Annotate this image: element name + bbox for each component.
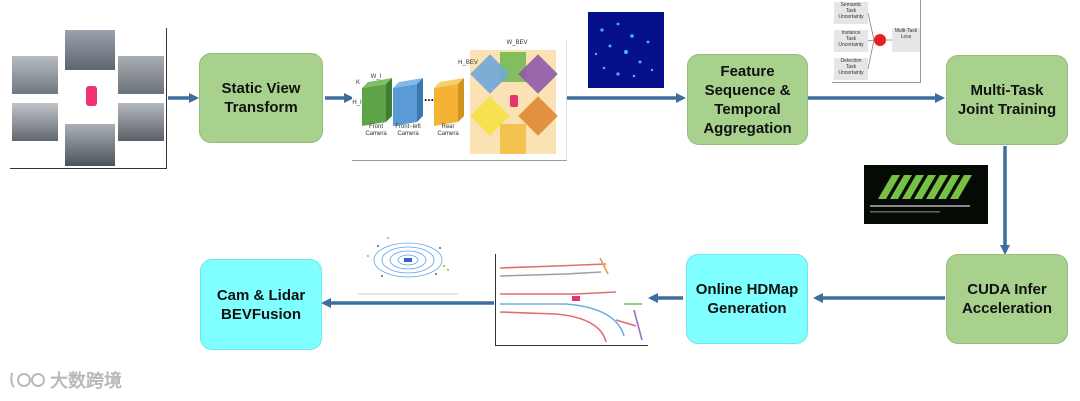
label-h-bev: H_BEV (458, 60, 478, 66)
car-icon (86, 86, 97, 106)
label-rear-camera: Rear Camera (437, 124, 459, 137)
label-w-i: W_I (370, 74, 382, 80)
gpu-cores-image (864, 165, 988, 224)
feature-heatmap-image (588, 12, 664, 88)
surround-camera-images (10, 28, 167, 169)
multi-task-loss-panel: Semantic Task Uncertainty Instance Task … (832, 0, 921, 83)
loss-connectors (867, 12, 894, 70)
camera-image-bottom (65, 124, 115, 166)
multi-task-loss-node: Multi-Task Loss (892, 28, 920, 52)
watermark-logo-icon (10, 372, 45, 388)
label-front-camera: Front Camera (365, 124, 387, 137)
label-ellipsis: ... (424, 90, 435, 104)
label-front-left-camera: Front−left Camera (395, 124, 421, 137)
lidar-point-cloud-image (358, 226, 458, 296)
detection-uncertainty-node: Detection Task Uncertainty (834, 58, 868, 80)
camera-image-bottom-right (118, 103, 164, 141)
camera-feature-stacks (362, 50, 558, 154)
label-h-i: H_I (352, 100, 362, 106)
watermark-text: 大数跨境 (50, 371, 122, 392)
camera-image-top (65, 30, 115, 70)
feature-sequence-node: Feature Sequence & Temporal Aggregation (687, 54, 808, 145)
bevfusion-node: Cam & Lidar BEVFusion (200, 259, 322, 350)
multi-task-training-node: Multi-Task Joint Training (946, 55, 1068, 145)
map-polylines (499, 257, 643, 343)
view-transform-panel: W_BEV H_BEV K W_I H_I ... Front Camera F… (352, 40, 567, 161)
camera-image-bottom-left (12, 103, 58, 141)
cuda-infer-node: CUDA Infer Acceleration (946, 254, 1068, 344)
label-k: K (355, 80, 360, 86)
semantic-uncertainty-node: Semantic Task Uncertainty (834, 2, 868, 24)
online-hdmap-node: Online HDMap Generation (686, 254, 808, 344)
instance-uncertainty-node: Instance Task Uncertainty (834, 30, 868, 52)
label-w-bev: W_BEV (506, 40, 528, 46)
camera-image-top-left (12, 56, 58, 94)
watermark: 大数跨境 (8, 368, 122, 392)
hdmap-panel (495, 254, 648, 346)
camera-image-top-right (118, 56, 164, 94)
static-view-transform-node: Static View Transform (199, 53, 323, 143)
